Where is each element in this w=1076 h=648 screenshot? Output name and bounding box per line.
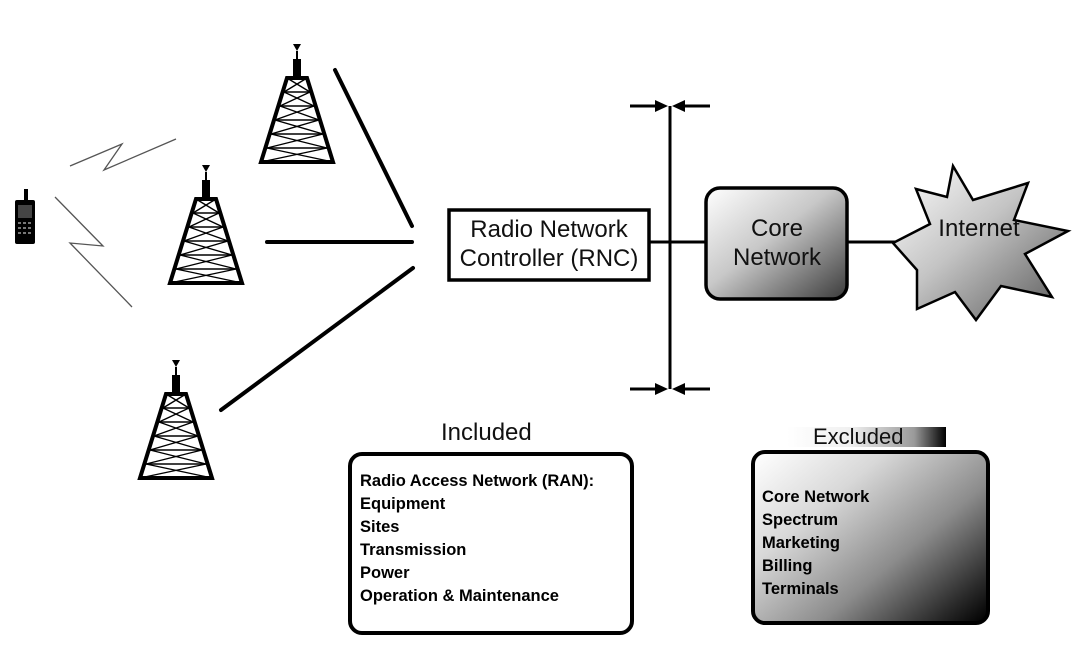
excluded-heading: Excluded xyxy=(787,426,946,448)
radio-link-lower xyxy=(54,196,133,308)
included-list-box: Radio Access Network (RAN): Equipment Si… xyxy=(348,452,634,635)
link-tower-bottom-rnc xyxy=(219,266,415,412)
included-item-operation-maintenance: Operation & Maintenance xyxy=(360,587,559,605)
included-item-power: Power xyxy=(360,564,410,582)
included-item-equipment: Equipment xyxy=(360,495,446,513)
bus-arrowhead-top-right xyxy=(672,100,685,112)
rnc-box xyxy=(447,208,651,282)
included-heading: Included xyxy=(441,419,532,446)
link-tower-top-rnc xyxy=(333,68,414,228)
bus-arrowhead-bottom-left xyxy=(655,383,668,395)
included-item-ran: Radio Access Network (RAN): xyxy=(360,472,595,490)
cell-tower-icon-top xyxy=(259,42,335,164)
included-item-transmission: Transmission xyxy=(360,541,467,559)
excluded-item-marketing: Marketing xyxy=(762,534,840,552)
excluded-list-box: Core Network Spectrum Marketing Billing … xyxy=(751,450,990,625)
excluded-item-core-network: Core Network xyxy=(762,488,870,506)
internet-cloud-icon xyxy=(890,162,1072,323)
radio-link-upper xyxy=(69,138,177,172)
bus-arrowhead-top-left xyxy=(655,100,668,112)
cell-tower-icon-middle xyxy=(168,163,244,285)
core-label-line1: Core xyxy=(751,215,803,242)
excluded-item-billing: Billing xyxy=(762,557,813,575)
excluded-item-spectrum: Spectrum xyxy=(762,511,839,529)
cell-tower-icon-bottom xyxy=(138,358,214,480)
mobile-phone-icon xyxy=(15,189,35,244)
rnc-label-line2: Controller (RNC) xyxy=(460,245,639,272)
excluded-item-terminals: Terminals xyxy=(762,580,839,598)
rnc-label-line1: Radio Network xyxy=(470,216,628,243)
internet-label: Internet xyxy=(938,215,1020,242)
core-label-line2: Network xyxy=(733,244,822,271)
included-item-sites: Sites xyxy=(360,518,400,536)
bus-arrowhead-bottom-right xyxy=(672,383,685,395)
